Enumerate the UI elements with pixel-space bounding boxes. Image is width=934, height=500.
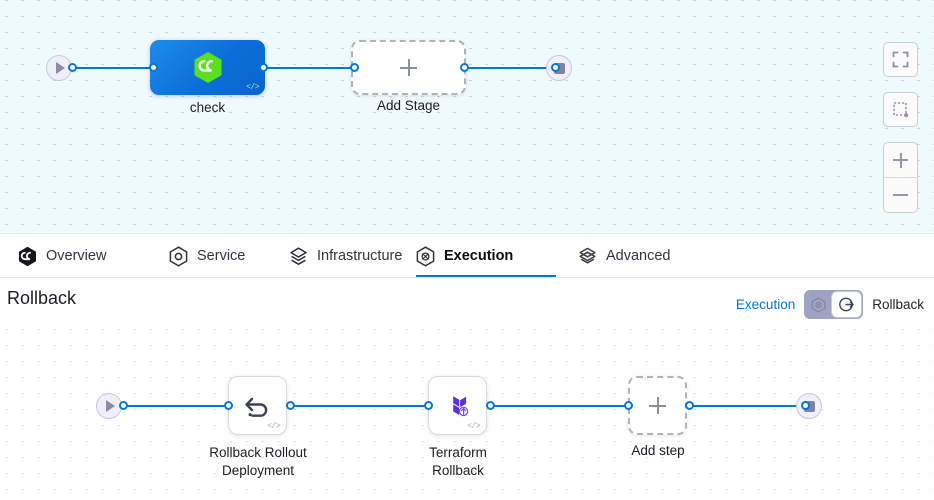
minus-icon — [893, 188, 908, 203]
port-rollout-in[interactable] — [224, 401, 233, 410]
connector-terraform-to-addstep — [488, 405, 630, 407]
port-addstep-in[interactable] — [624, 401, 633, 410]
add-stage-label: Add Stage — [376, 98, 441, 113]
connector-check-to-addstage — [263, 67, 355, 69]
yaml-badge-icon: </> — [467, 422, 480, 431]
port-addstage-in[interactable] — [350, 63, 359, 72]
rollback-circle-arrow-icon — [839, 297, 855, 312]
tab-execution[interactable]: Execution — [416, 234, 556, 278]
service-hexagon-icon — [169, 245, 188, 267]
toggle-label-execution[interactable]: Execution — [735, 297, 796, 312]
port-terraform-in[interactable] — [424, 401, 433, 410]
tab-overview-label: Overview — [46, 248, 107, 264]
add-stage-node[interactable] — [351, 40, 466, 95]
tab-advanced-label: Advanced — [606, 248, 671, 264]
fullscreen-button[interactable] — [883, 42, 918, 77]
tab-overview[interactable]: Overview — [18, 234, 106, 278]
step-node-terraform-rollback[interactable]: </> — [428, 376, 487, 435]
step-label-terraform-rollback: Terraform Rollback — [429, 445, 487, 478]
port-rbend-in[interactable] — [801, 401, 810, 410]
harness-hexagon-icon — [19, 246, 36, 266]
rollback-header: Rollback Execution — [0, 278, 934, 329]
port-addstage-out[interactable] — [460, 63, 469, 72]
step-label-rollback-rollout-deployment: Rollback Rollout Deployment — [209, 445, 307, 478]
tab-active-underline — [416, 275, 556, 278]
stage-node-check[interactable]: </> — [150, 40, 265, 95]
stage-graph-canvas[interactable]: </> check Add Stage — [0, 0, 934, 233]
yaml-badge-icon: </> — [267, 422, 280, 431]
terraform-icon — [452, 395, 468, 416]
connector-addstep-to-end — [687, 405, 805, 407]
yaml-badge-icon: </> — [246, 83, 259, 92]
toggle-switch[interactable] — [804, 290, 864, 319]
port-check-out[interactable] — [259, 63, 268, 72]
header-divider — [0, 277, 934, 278]
add-step-node[interactable] — [628, 376, 687, 435]
tab-advanced[interactable]: Advanced — [578, 234, 671, 278]
connector-rollout-to-terraform — [288, 405, 430, 407]
stage-node-check-label: check — [189, 100, 226, 115]
stacked-layers-icon — [579, 247, 596, 264]
plus-icon — [649, 397, 666, 414]
port-start-out[interactable] — [68, 63, 77, 72]
page-title: Rollback — [7, 288, 77, 308]
rollback-graph-canvas[interactable]: </> Rollback Rollout Deployment </> — [0, 329, 934, 500]
stage-config-tabbar: Overview Service Infrastructure — [0, 233, 934, 278]
execution-hexagon-icon — [811, 296, 826, 313]
tab-service-label: Service — [197, 248, 246, 264]
marquee-select-icon — [893, 102, 909, 118]
add-step-label: Add step — [631, 443, 685, 458]
tab-service[interactable]: Service — [169, 234, 245, 278]
port-check-in[interactable] — [149, 63, 158, 72]
connector-start-to-check — [72, 67, 154, 69]
zoom-out-button[interactable] — [884, 177, 917, 212]
connector-addstage-to-end — [460, 67, 555, 69]
toggle-option-execution[interactable] — [809, 295, 828, 314]
tab-infrastructure[interactable]: Infrastructure — [289, 234, 402, 278]
tab-infrastructure-label: Infrastructure — [317, 248, 403, 264]
port-rollout-out[interactable] — [286, 401, 295, 410]
play-icon — [106, 400, 115, 412]
layers-diamond-icon — [290, 246, 307, 265]
zoom-in-button[interactable] — [884, 143, 917, 177]
execution-hexagon-icon — [416, 245, 435, 267]
toggle-label-rollback[interactable]: Rollback — [872, 297, 924, 312]
pipeline-start-node[interactable] — [46, 55, 72, 81]
fullscreen-icon — [892, 51, 909, 68]
tab-execution-label: Execution — [444, 248, 514, 264]
port-rbstart-out[interactable] — [119, 401, 128, 410]
plus-icon — [400, 59, 417, 76]
toggle-option-rollback[interactable] — [831, 291, 863, 318]
harness-hexagon-icon — [194, 52, 221, 83]
zoom-controls[interactable] — [883, 142, 918, 213]
connector-start-to-rollout — [122, 405, 230, 407]
undo-arrow-icon — [244, 397, 267, 417]
execution-rollback-toggle[interactable]: Execution Rollback — [736, 290, 924, 319]
port-terraform-out[interactable] — [486, 401, 495, 410]
step-node-rollback-rollout-deployment[interactable]: </> — [228, 376, 287, 435]
port-end-in[interactable] — [551, 63, 560, 72]
rollback-start-node[interactable] — [96, 393, 122, 419]
marquee-select-button[interactable] — [883, 92, 918, 127]
plus-icon — [893, 152, 908, 168]
port-addstep-out[interactable] — [685, 401, 694, 410]
play-icon — [56, 62, 65, 74]
